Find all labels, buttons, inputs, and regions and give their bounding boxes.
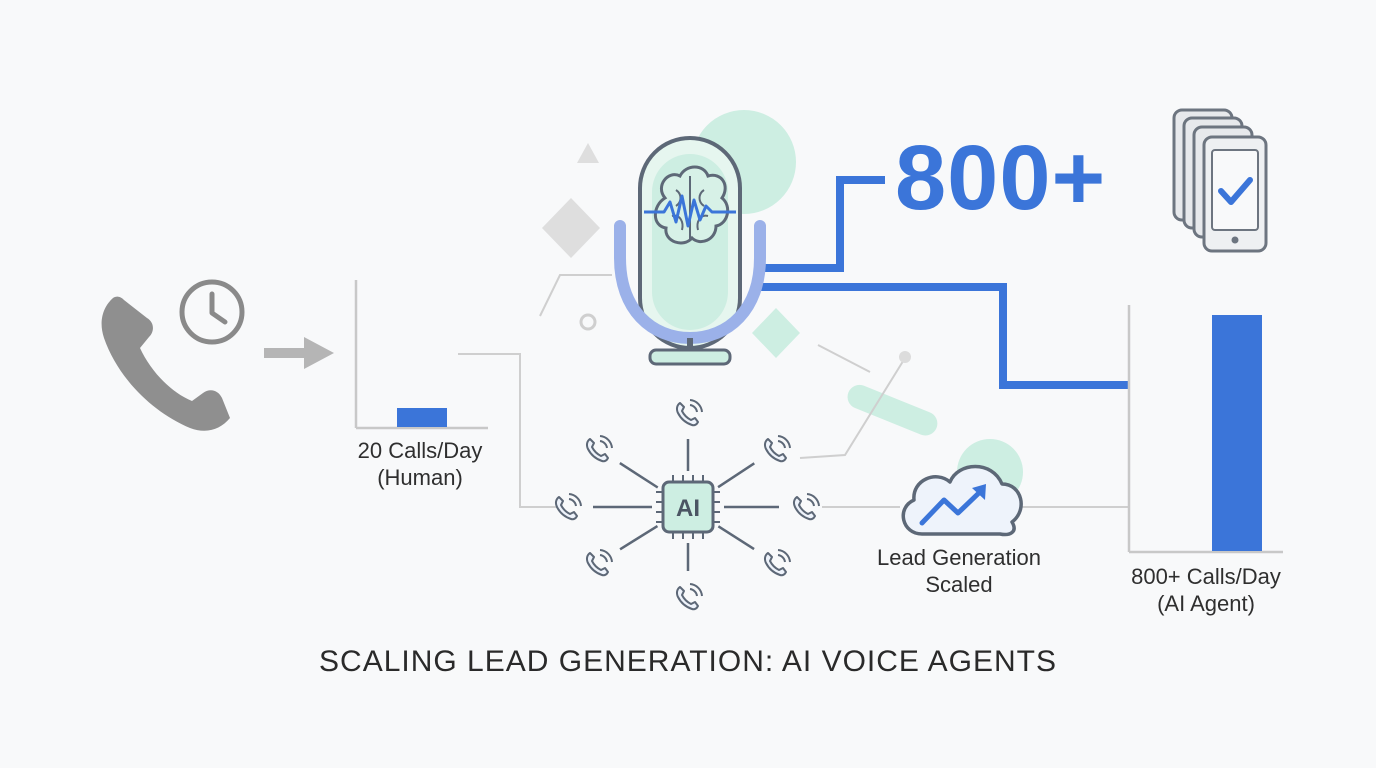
arrow-right-icon — [264, 337, 334, 369]
waveform-icon — [644, 194, 736, 228]
gray-line-decor — [539, 274, 612, 317]
network-spoke — [619, 524, 659, 551]
mic-base — [648, 348, 732, 366]
ai-chip-icon: AI — [656, 475, 720, 539]
human-calls-label-line2: (Human) — [377, 465, 463, 490]
call-node-phone-icon — [554, 493, 582, 521]
clock-icon — [179, 279, 245, 345]
network-spoke — [619, 462, 659, 489]
cloud-trend-icon — [901, 464, 1023, 537]
human-calls-label: 20 Calls/Day (Human) — [330, 437, 510, 491]
agent-chart — [1127, 305, 1283, 554]
call-node-phone-icon — [763, 549, 791, 577]
phone-stack-check-icon — [1172, 108, 1268, 253]
gray-line-decor-3 — [799, 357, 906, 459]
call-node-phone-icon — [675, 399, 703, 427]
connector-human-to-network — [458, 353, 560, 508]
agent-calls-label-line2: (AI Agent) — [1157, 591, 1255, 616]
agent-calls-label-line1: 800+ Calls/Day — [1131, 564, 1281, 589]
call-node-phone-icon — [763, 435, 791, 463]
microphone-brain-icon — [614, 136, 766, 366]
triangle-decor — [577, 143, 599, 163]
network-spoke — [717, 462, 755, 489]
dot-decor — [899, 351, 911, 363]
lead-generation-label-line1: Lead Generation — [877, 545, 1041, 570]
call-node-phone-icon — [792, 493, 820, 521]
gray-line-decor-2 — [817, 344, 871, 373]
phone-handset-icon — [101, 296, 231, 431]
ai-chip-label: AI — [676, 495, 700, 522]
human-chart — [354, 280, 488, 430]
bar-agent-calls — [1212, 315, 1262, 551]
blue-line-to-agent-chart — [760, 283, 1128, 389]
diagram-title: SCALING LEAD GENERATION: AI VOICE AGENTS — [319, 645, 1057, 678]
bar-human-calls — [397, 408, 447, 427]
call-node-phone-icon — [585, 549, 613, 577]
agent-calls-label: 800+ Calls/Day (AI Agent) — [1096, 563, 1316, 617]
check-icon — [1218, 177, 1253, 205]
ring-decor — [579, 313, 597, 331]
ai-call-network: AI — [554, 399, 820, 611]
big-number-800: 800+ — [895, 127, 1107, 229]
call-node-phone-icon — [675, 583, 703, 611]
call-node-phone-icon — [585, 435, 613, 463]
lead-generation-label-line2: Scaled — [925, 572, 993, 597]
network-spoke — [717, 525, 755, 551]
lead-generation-label: Lead Generation Scaled — [850, 544, 1068, 598]
diamond-gray-decor — [542, 198, 600, 258]
blue-line-to-800 — [760, 176, 885, 272]
human-calls-label-line1: 20 Calls/Day — [357, 438, 483, 463]
diamond-mint-decor — [752, 308, 800, 358]
pill-decor — [847, 384, 938, 436]
